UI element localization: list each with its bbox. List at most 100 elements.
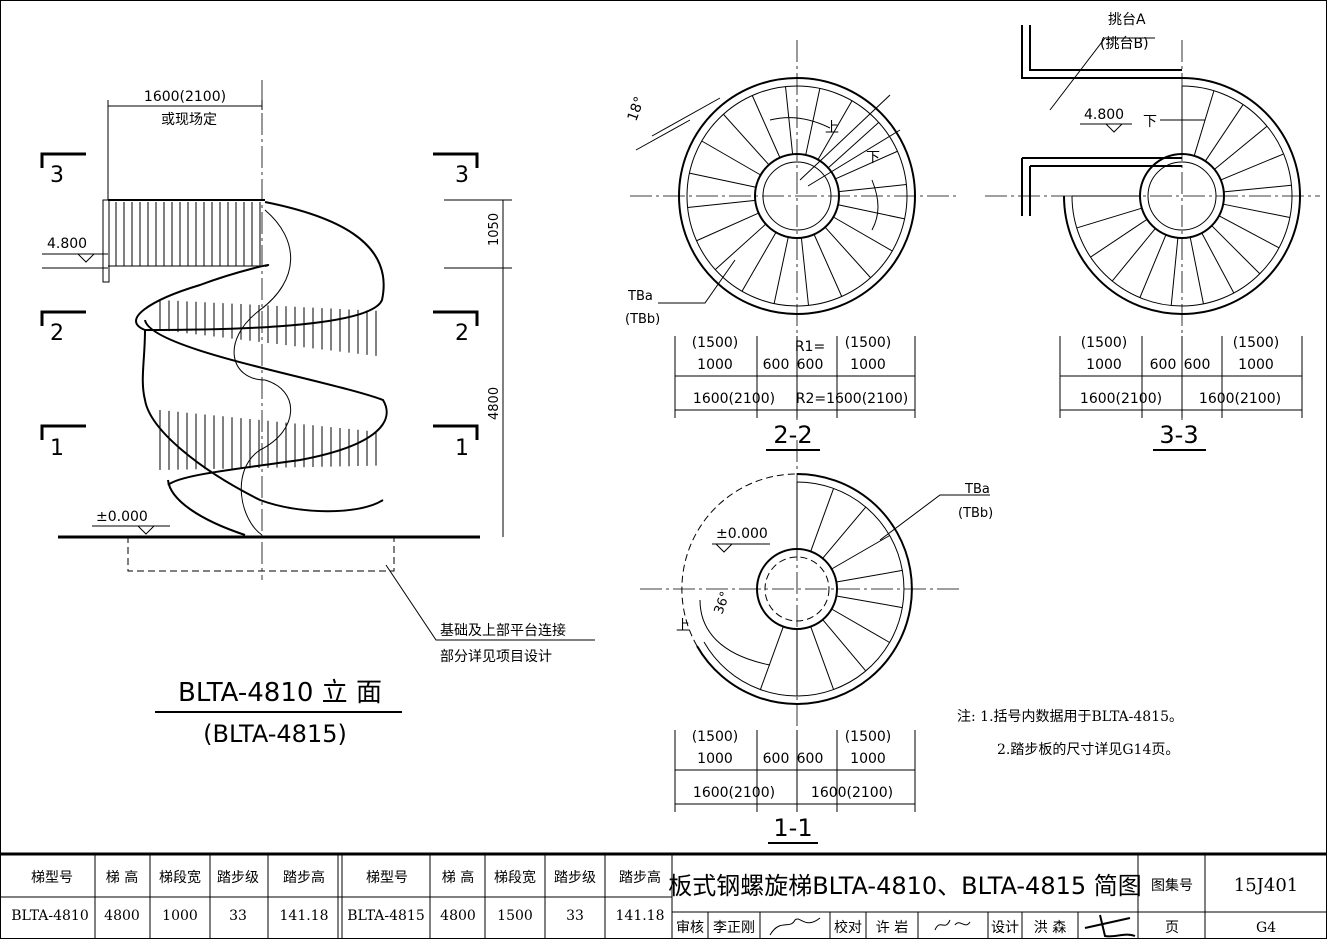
tread-line [1189,237,1204,304]
atlas-label: 图集号 [1151,877,1193,894]
svg-text:(1500): (1500) [1233,335,1280,351]
svg-text:1000: 1000 [697,751,733,767]
svg-text:4800: 4800 [104,908,140,924]
page-number: G4 [1256,920,1276,936]
drawing-title: 板式钢螺旋梯BLTA-4810、BLTA-4815 简图 [668,872,1142,900]
tread-line [833,216,893,252]
tread-line [696,212,759,242]
checker-name: 许 岩 [876,920,908,936]
up-label: 上 [825,120,839,136]
note-1: 注: 1.括号内数据用于BLTA-4815。 [957,709,1183,725]
tb-label-alt: (TBb) [958,506,993,521]
balusters [115,202,261,266]
svg-text:2: 2 [50,321,64,346]
check-label: 校对 [834,919,862,936]
tread-line [837,204,905,220]
angle-label: 18° [625,95,649,124]
inner-column-helix [233,209,292,536]
tb-label-alt: (TBb) [625,312,660,327]
svg-text:1600(2100): 1600(2100) [811,785,893,801]
svg-text:1: 1 [455,436,469,461]
tread-line [751,95,781,158]
handrail-middle [144,319,388,486]
tread-line [827,122,880,169]
plan-3-3-title: 3-3 [1159,421,1198,449]
svg-text:600: 600 [797,751,824,767]
designer-signature [1084,914,1136,938]
level-label: ±0.000 [716,526,768,542]
svg-text:梯段宽: 梯段宽 [494,869,536,886]
tread-line [822,506,867,559]
title-block: 梯型号 梯 高 梯段宽 踏步级 踏步高 梯型号 梯 高 梯段宽 踏步级 踏步高 … [0,852,1327,939]
svg-text:1600(2100): 1600(2100) [693,391,775,407]
checker-signature [934,919,971,931]
balusters-helix [159,300,377,470]
svg-text:梯段宽: 梯段宽 [159,869,201,886]
tread-line [785,86,794,155]
dim-4800: 4800 [487,387,502,420]
svg-text:3: 3 [50,163,64,188]
tread-line [1223,203,1290,218]
tread-line [1214,125,1268,170]
tb-label: TBa [627,289,653,304]
tread-line [810,626,835,690]
tread-line [723,113,770,166]
svg-text:1000: 1000 [1086,357,1122,373]
tread-line [1111,228,1156,282]
svg-text:600: 600 [763,357,790,373]
tread-line [1223,184,1292,193]
svg-text:1000: 1000 [850,357,886,373]
svg-text:2: 2 [455,321,469,346]
platform-outline [1021,25,1182,216]
tread-line [701,140,761,176]
svg-text:(1500): (1500) [845,335,892,351]
tread-line [759,626,784,690]
svg-text:踏步级: 踏步级 [554,870,596,886]
svg-text:R1=: R1= [795,339,825,355]
stringer [141,329,384,536]
svg-text:踏步高: 踏步高 [619,869,661,886]
tread-line [836,595,903,609]
svg-text:踏步高: 踏步高 [283,869,325,886]
plan-2-2: 18° 上 下 TBa (TBb) (1500) 1000 600 R1= 60… [625,40,960,451]
foundation-outline [127,536,395,572]
down-label: 下 [1143,114,1157,130]
section-marks-left: 3 2 1 [40,152,86,461]
foundation-note-2: 部分详见项目设计 [440,649,552,665]
svg-text:1000: 1000 [1238,357,1274,373]
svg-text:33: 33 [229,908,247,924]
svg-text:1000: 1000 [697,357,733,373]
platform-label: 挑台A [1108,12,1146,28]
tread-line [1193,90,1215,156]
tread-line [800,237,809,306]
tread-line [687,199,756,208]
elevation-subtitle: (BLTA-4815) [203,720,347,748]
svg-text:BLTA-4810: BLTA-4810 [11,908,89,924]
tb-label: TBa [964,482,990,497]
page-label: 页 [1165,920,1179,936]
spec-table: 梯型号 梯 高 梯段宽 踏步级 踏步高 梯型号 梯 高 梯段宽 踏步级 踏步高 … [11,869,664,924]
level-base: ±0.000 [96,509,148,525]
plan-1-1-title: 1-1 [773,814,812,842]
tread-line [1170,237,1179,306]
tread-line [1076,207,1142,229]
reviewer-name: 李正刚 [713,920,755,936]
svg-text:33: 33 [566,908,584,924]
up-label: 上 [676,618,690,634]
plan-2-2-title: 2-2 [773,421,812,449]
angle-label: 36° [712,590,734,617]
svg-text:踏步级: 踏步级 [217,870,259,886]
reviewer-signature [769,917,821,936]
svg-text:1000: 1000 [850,751,886,767]
design-label: 设计 [991,920,1019,936]
tread-line [813,234,843,297]
tread-line [835,150,898,180]
tread-line [689,172,757,188]
tread-line [1211,225,1261,275]
level-top: 4.800 [47,236,87,252]
tread-line [1204,104,1244,162]
tread-line [773,236,789,304]
svg-text:梯 高: 梯 高 [442,869,474,886]
